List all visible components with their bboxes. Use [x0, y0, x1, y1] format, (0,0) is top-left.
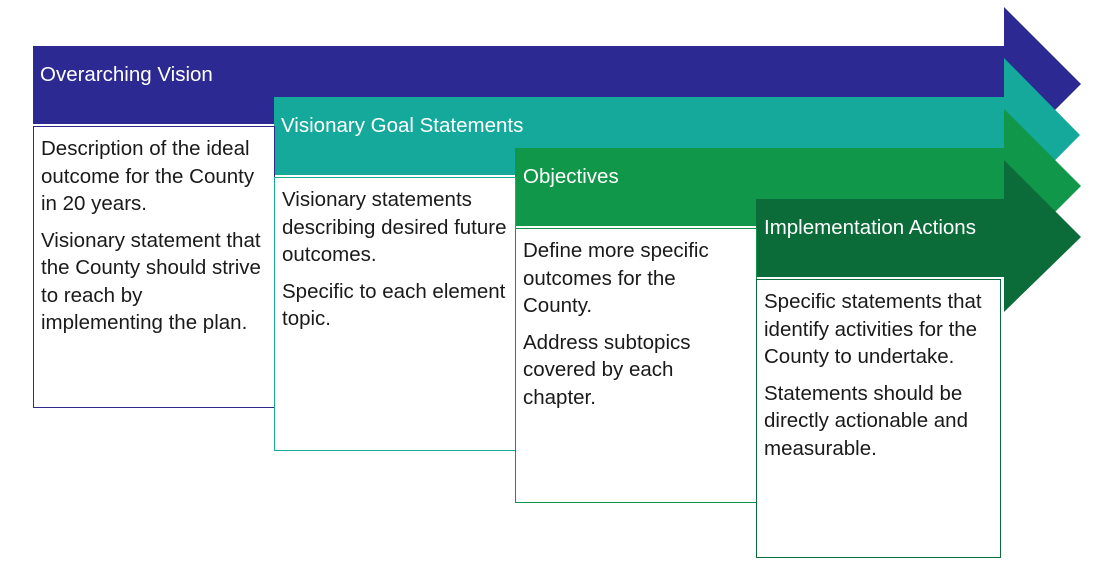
- objectives-scope: Address subtopics covered by each chapte…: [523, 330, 691, 409]
- actions-criteria: Statements should be directly actionable…: [764, 381, 968, 460]
- actions-description: Specific statements that identify activi…: [764, 290, 982, 368]
- overarching-vision-box: Description of the ideal outcome for the…: [33, 126, 275, 408]
- objectives-description: Define more specific outcomes for the Co…: [523, 239, 709, 317]
- vision-statement: Visionary statement that the County shou…: [41, 228, 261, 335]
- goals-scope: Specific to each element topic.: [282, 279, 506, 331]
- overarching-vision-title: Overarching Vision: [40, 63, 213, 86]
- vision-description: Description of the ideal outcome for the…: [41, 137, 255, 215]
- goals-description: Visionary statements describing desired …: [282, 188, 507, 266]
- implementation-actions-title: Implementation Actions: [764, 216, 976, 239]
- objectives-box: Define more specific outcomes for the Co…: [515, 228, 757, 503]
- visionary-goal-statements-title: Visionary Goal Statements: [281, 114, 524, 137]
- objectives-title: Objectives: [523, 165, 619, 188]
- visionary-goal-statements-box: Visionary statements describing desired …: [274, 177, 516, 451]
- implementation-actions-arrow: [756, 160, 1081, 312]
- implementation-actions-box: Specific statements that identify activi…: [756, 279, 1001, 558]
